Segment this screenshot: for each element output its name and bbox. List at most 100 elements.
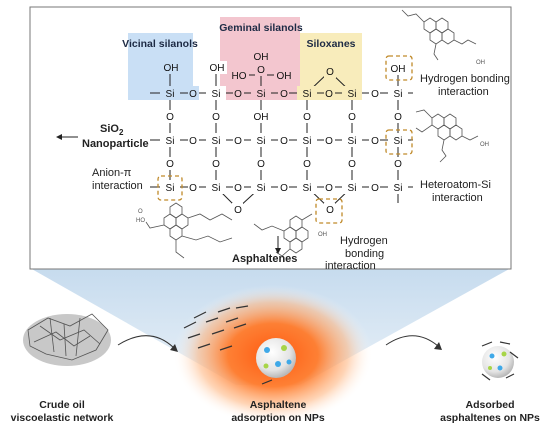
atom-o: O xyxy=(303,112,311,123)
atom-o: O xyxy=(348,159,356,170)
atom-si: Si xyxy=(303,89,312,100)
svg-text:OH: OH xyxy=(480,142,489,148)
atom-o: O xyxy=(234,183,242,194)
hbond-bottom-label-2: bonding xyxy=(345,248,384,260)
adsorbed-caption-1: Adsorbed xyxy=(465,399,514,411)
crude-oil-caption-2: viscoelastic network xyxy=(11,412,114,424)
atom-oh: OH xyxy=(277,71,292,82)
atoms-vertical-o: O O OH O O O O O O O O O xyxy=(165,110,403,170)
atom-si: Si xyxy=(394,183,403,194)
geminal-label: Geminal silanols xyxy=(219,22,303,34)
anion-pi-label-1: Anion-π xyxy=(92,167,132,179)
atom-o: O xyxy=(280,89,288,100)
atom-o: O xyxy=(166,159,174,170)
atom-si: Si xyxy=(166,183,175,194)
atoms-row-1: Si O Si O Si O Si O Si O Si OH OH HO O O… xyxy=(160,51,408,100)
arrow-2-curve xyxy=(385,335,439,347)
annotations: Hydrogen bonding interaction SiO2 Nanopa… xyxy=(56,73,510,272)
atom-o: O xyxy=(326,205,334,216)
crude-oil-caption-1: Crude oil xyxy=(39,399,85,411)
atom-o: O xyxy=(371,183,379,194)
atom-o: O xyxy=(189,89,197,100)
hbond-top-label-1: Hydrogen bonding xyxy=(420,73,510,85)
atom-si: Si xyxy=(212,89,221,100)
atoms-row-2: Si O Si O Si O Si O Si O Si xyxy=(160,133,408,147)
atom-si: Si xyxy=(303,136,312,147)
atom-ho: HO xyxy=(232,71,247,82)
adsorption-caption-1: Asphaltene xyxy=(250,399,307,411)
atom-si: Si xyxy=(303,183,312,194)
hbond-bottom-label-1: Hydrogen xyxy=(340,235,388,247)
arrow-1-curve xyxy=(117,335,175,349)
asphaltenes-arrowhead-icon xyxy=(275,248,281,254)
nanoparticle-sphere xyxy=(256,338,296,378)
atom-o: O xyxy=(189,136,197,147)
atom-oh: OH xyxy=(164,63,179,74)
vicinal-label: Vicinal silanols xyxy=(122,38,198,50)
atoms-row-3: Si O Si O Si O Si O Si O Si O O xyxy=(160,180,408,216)
atom-si: Si xyxy=(166,136,175,147)
svg-text:O: O xyxy=(138,209,143,215)
asphaltene-cluster-illustration xyxy=(183,305,273,385)
heteroatom-label-2: interaction xyxy=(432,192,483,204)
atom-oh: OH xyxy=(254,112,269,123)
interaction-highlights xyxy=(157,55,413,224)
hbond-bottom-label-3: interaction xyxy=(325,260,376,272)
sio2-label: SiO2 xyxy=(100,123,124,137)
anion-pi-label-2: interaction xyxy=(92,180,143,192)
atom-o: O xyxy=(325,183,333,194)
atom-si: Si xyxy=(212,183,221,194)
svg-text:OH: OH xyxy=(476,60,485,66)
atom-o: O xyxy=(280,136,288,147)
atom-o: O xyxy=(257,65,265,76)
atom-o: O xyxy=(394,112,402,123)
asphaltene-molecule-top-right xyxy=(401,9,477,61)
adsorbed-nanoparticle-illustration xyxy=(481,341,519,381)
nanoparticle-dots xyxy=(263,345,292,369)
adsorbed-caption-2: asphaltenes on NPs xyxy=(440,412,540,424)
crude-oil-network-illustration xyxy=(23,313,111,366)
sio2-text: SiO xyxy=(100,123,119,135)
atom-si: Si xyxy=(348,89,357,100)
asphaltenes-label: Asphaltenes xyxy=(232,253,297,265)
atom-si: Si xyxy=(257,89,266,100)
atom-o: O xyxy=(325,136,333,147)
atom-o: O xyxy=(166,112,174,123)
atom-oh: OH xyxy=(391,64,406,75)
atom-si: Si xyxy=(348,136,357,147)
atom-o: O xyxy=(348,112,356,123)
atom-o: O xyxy=(234,205,242,216)
atom-o: O xyxy=(371,136,379,147)
arrow-1-head-icon xyxy=(170,344,178,352)
atom-o: O xyxy=(257,159,265,170)
adsorption-caption-2: adsorption on NPs xyxy=(231,412,324,424)
sio2-arrowhead-icon xyxy=(56,134,62,140)
small-hetero-labels: O HO OH OH OH xyxy=(136,60,489,238)
nanoparticle-label: Nanoparticle xyxy=(82,138,149,150)
siloxanes-label: Siloxanes xyxy=(306,38,355,50)
svg-text:OH: OH xyxy=(318,232,327,238)
atom-oh: OH xyxy=(254,52,269,63)
atom-o: O xyxy=(234,136,242,147)
asphaltene-molecule-right xyxy=(415,109,479,163)
atom-si: Si xyxy=(394,89,403,100)
atom-o: O xyxy=(394,159,402,170)
atom-o: O xyxy=(212,112,220,123)
atom-si: Si xyxy=(166,89,175,100)
atom-si: Si xyxy=(257,136,266,147)
heteroatom-label-1: Heteroatom-Si xyxy=(420,179,491,191)
atom-o: O xyxy=(189,183,197,194)
bottom-captions: Crude oil viscoelastic network Asphalten… xyxy=(11,399,540,424)
atom-o: O xyxy=(326,67,334,78)
atom-si: Si xyxy=(257,183,266,194)
atom-o: O xyxy=(280,183,288,194)
atom-o: O xyxy=(234,89,242,100)
atom-si: Si xyxy=(394,136,403,147)
atom-oh: OH xyxy=(210,63,225,74)
atom-o: O xyxy=(303,159,311,170)
svg-text:HO: HO xyxy=(136,218,145,224)
atom-si: Si xyxy=(212,136,221,147)
atom-o: O xyxy=(212,159,220,170)
